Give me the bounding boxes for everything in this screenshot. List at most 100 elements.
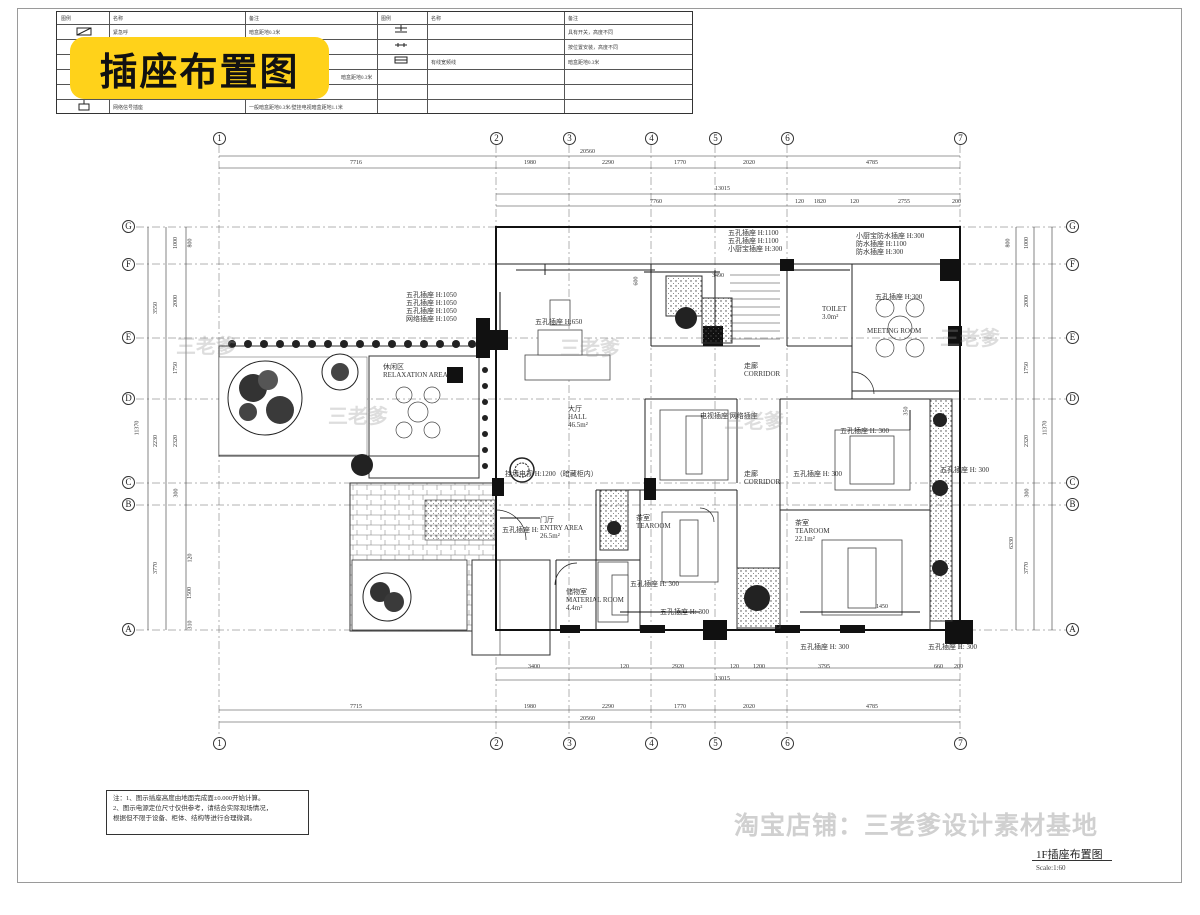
legend-symbols [76,25,408,111]
axis-col-5: 5 [709,737,722,750]
watermark: 三老爹 [724,411,784,433]
axis-col-4: 4 [645,737,658,750]
dimension-text: 3770 [1024,562,1030,574]
drawing-notes: 注：1、图示插座高度由地面完成面±0.000开始计算。 2、图示电源定位尺寸仅供… [106,790,309,835]
dimension-text: 7715 [350,704,362,710]
dimension-text: 200 [952,199,961,205]
room-label-toilet: TOILET 3.0m² [822,305,847,321]
dimension-text: 3490 [712,273,724,279]
dimension-text: 660 [934,664,943,670]
socket-label: 五孔插座 H: 300 [840,427,889,435]
legend-divider [427,12,428,113]
room-label-storage: 储物室 MATERIAL ROOM 4.4m² [566,588,624,612]
socket-label: 五孔插座 H: 300 [660,608,709,616]
axis-col-3: 3 [563,737,576,750]
watermark: 三老爹 [328,406,388,428]
axis-row-e: E [122,331,135,344]
room-label-corridor: 走廊 CORRIDOR [744,362,781,378]
axis-row-c: C [122,476,135,489]
dimension-text: 2020 [743,704,755,710]
axis-row-c: C [1066,476,1079,489]
axis-col-7: 7 [954,737,967,750]
dimension-text: 120 [187,553,194,563]
gravel-planter [599,489,629,551]
dimension-text: 120 [730,664,739,670]
dimension-total: 20560 [580,716,595,722]
building-outline [495,226,961,631]
legend-divider [377,12,378,113]
legend-cell: 有线宽频线 [431,61,457,66]
legend-header: 备注 [249,17,260,22]
legend-divider [57,24,692,25]
dimension-text: 7760 [650,199,662,205]
axis-row-a: A [122,623,135,636]
dimension-text: 2290 [602,160,614,166]
axis-col-6: 6 [781,132,794,145]
watermark: 三老爹 [940,328,1000,350]
shop-watermark: 淘宝店铺：三老爹设计素材基地 [734,811,1099,840]
axis-col-3: 3 [563,132,576,145]
axis-col-6: 6 [781,737,794,750]
stair-block [499,559,551,656]
dimension-text: 800 [1005,238,1012,248]
tree-large [227,360,303,436]
axis-row-b: B [122,498,135,511]
legend-cell: 暗盒距地0.3米 [568,61,600,66]
dimension-text: 3770 [153,562,159,574]
staircase [730,274,780,340]
dimension-text: 2920 [672,664,684,670]
axis-col-5: 5 [709,132,722,145]
socket-label: 五孔插座 H:1050 五孔插座 H:1050 五孔插座 H:1050 网络插座… [406,291,457,323]
dimension-text: 1820 [814,199,826,205]
dimension-text: 300 [173,488,180,498]
dimension-text: 4785 [866,704,878,710]
dimension-text: 1980 [524,704,536,710]
gravel-planter [424,499,496,541]
drawing-scale: Scale:1:60 [1036,864,1066,872]
drawing-sheet-border [17,8,1182,883]
dimension-text: 1770 [674,160,686,166]
dimension-total: 13015 [715,676,730,682]
drawing-title: 1F插座布置图 [1036,849,1103,861]
legend-divider [57,84,692,85]
dimension-text: 3400 [528,664,540,670]
legend-header: 图例 [381,17,392,22]
tree-large [362,572,412,622]
legend-cell: 具有开关，高度不同 [568,31,614,36]
axis-row-f: F [1066,258,1079,271]
socket-label: 五孔插座 H: 300 [793,470,842,478]
axis-col-2: 2 [490,132,503,145]
legend-divider [57,99,692,100]
axis-col-1: 1 [213,737,226,750]
dimension-text: 2000 [173,295,179,307]
axis-row-g: G [122,220,135,233]
axis-row-f: F [122,258,135,271]
stair-block [471,559,551,656]
room-label-corridor: 走廊 CORRIDOR [744,470,781,486]
shrub-row [228,340,488,469]
room-label-relaxation: 休闲区 RELAXATION AREA [383,363,448,379]
dimension-text: 2020 [743,160,755,166]
round-rug [509,457,535,483]
legend-cell: 紧急呼 [113,31,129,36]
socket-label: 电视插座 网络插座 [700,412,758,420]
axis-col-2: 2 [490,737,503,750]
dimension-text: 300 [1024,488,1031,498]
legend-divider [57,69,692,70]
relax-terrace-inner [368,355,480,479]
dimension-text: 1750 [173,362,179,374]
drawing-type-badge: 插座布置图 [70,37,329,99]
outdoor-lamp [447,367,463,383]
socket-label: 五孔插座 H: 300 [928,643,977,651]
dimension-text: 1000 [1024,237,1030,249]
legend-divider [57,54,692,55]
dimension-text: 2230 [153,435,159,447]
legend-header: 备注 [568,17,579,22]
dimension-text: 600 [633,276,640,286]
dimension-text: 120 [850,199,859,205]
room-label-tearoom: 茶室 TEAROOM [636,514,671,530]
axis-col-1: 1 [213,132,226,145]
drawing-title-block: 1F插座布置图 Scale:1:60 [1032,844,1184,876]
dimension-lines [147,155,1053,723]
